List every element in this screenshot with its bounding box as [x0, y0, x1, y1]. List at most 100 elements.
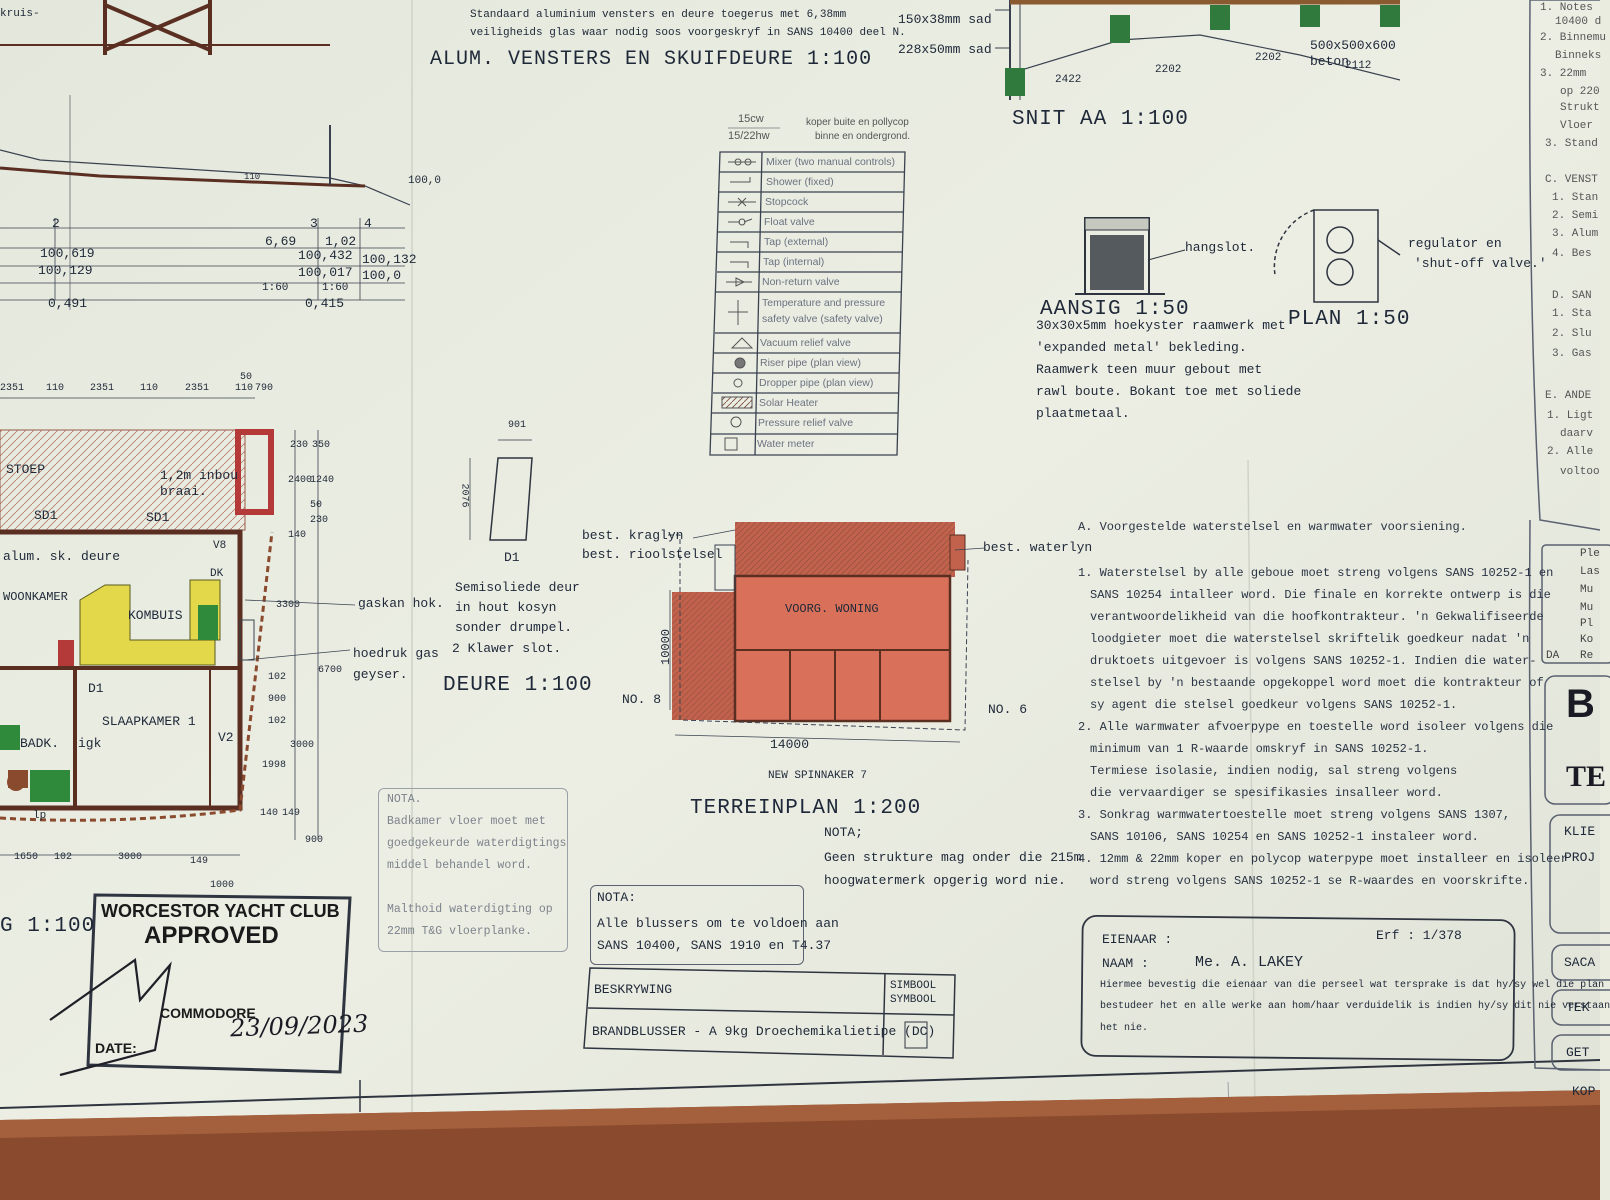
ext-table-header-desc: BESKRYWING: [594, 982, 673, 997]
ext-table-header-symbol-1: SIMBOOL: [890, 980, 937, 992]
saca-label: SACA: [1564, 955, 1596, 970]
footing-label: 500x500x600: [1310, 38, 1396, 53]
plan-bdim: 1000: [210, 880, 235, 891]
timber-label-1: 150x38mm sad: [898, 12, 992, 27]
owner-declaration-line: het nie.: [1100, 1023, 1149, 1034]
ext-table-row: BRANDBLUSSER - A 9kg Droechemikalietipe …: [592, 1024, 936, 1039]
right-strip-text: 1. Stan: [1552, 192, 1599, 204]
plan-dim: 2351: [185, 383, 210, 394]
ext-table-header-symbol-2: SYMBOOL: [890, 994, 937, 1006]
door-desc-line: in hout kosyn: [455, 600, 557, 615]
water-note-line: word streng volgens SANS 10252-1 se R-wa…: [1090, 874, 1530, 888]
right-strip-text: 2. Alle: [1547, 446, 1594, 458]
gas-geyser-label-1: hoedruk gas: [353, 646, 439, 661]
client-label: KLIE: [1564, 824, 1596, 839]
water-note-line: 4. 12mm & 22mm koper en polycop waterpyp…: [1078, 852, 1568, 866]
plan-vdim: 102: [268, 716, 287, 727]
door-desc-line: Semisoliede deur: [455, 580, 580, 595]
site-dim-vertical: 10000: [659, 628, 674, 666]
legend-row: Vacuum relief valve: [760, 337, 851, 349]
door-title: DEURE 1:100: [443, 674, 593, 697]
right-strip-text: 1. Notes: [1540, 2, 1593, 14]
site-plan-title: TERREINPLAN 1:200: [690, 797, 922, 820]
regulator-label-2: 'shut-off valve.': [1414, 256, 1547, 271]
plan-vdim: 140: [260, 808, 279, 819]
right-legend-item: Las: [1580, 566, 1600, 578]
legend-header-note-1: koper buite en pollycop: [806, 117, 909, 128]
plan-vdim: 900: [268, 694, 287, 705]
bathroom-nota-title: NOTA.: [387, 793, 422, 806]
level-val: 100,0: [362, 268, 402, 283]
brand-logo-text: TE: [1566, 760, 1607, 793]
plan-bdim: 3000: [118, 852, 143, 863]
right-strip-text: D. SAN: [1552, 290, 1592, 302]
room-badk: BADK.: [20, 736, 60, 751]
room-lp: lp: [33, 810, 47, 822]
cupboard-tag-dk: DK: [210, 568, 224, 580]
plan-vdim: 3300: [276, 600, 301, 611]
legend-header-2: 15/22hw: [728, 130, 770, 142]
owner-name: Me. A. LAKEY: [1195, 954, 1304, 971]
frames: [49, 893, 1516, 1077]
legend-symbols: [721, 158, 756, 451]
glazing-note-line-1: Standaard aluminium vensters en deure to…: [470, 9, 847, 21]
gas-desc-line: 'expanded metal' bekleding.: [1036, 340, 1247, 355]
water-note-line: Termiese isolasie, indien nodig, sal str…: [1090, 764, 1458, 778]
right-strip-text: 3. Alum: [1552, 228, 1599, 240]
water-note-line: sy agent die stelsel goedkeur volgens SA…: [1090, 698, 1458, 712]
elevation-title: AANSIG 1:50: [1040, 298, 1190, 321]
plan-vdim: 6700: [318, 665, 343, 676]
section-aa-drawing: [995, 0, 1401, 100]
right-strip-text: C. VENST: [1545, 174, 1598, 186]
water-note-line: 3. Sonkrag warmwatertoestelle moet stren…: [1078, 808, 1511, 822]
top-left-label: kruis-: [0, 8, 40, 20]
fire-nota-title: NOTA:: [597, 890, 637, 905]
level-val: 6,69: [265, 234, 297, 249]
right-legend-item: Mu: [1580, 602, 1594, 614]
water-line-label: best. waterlyn: [983, 540, 1093, 555]
section-dim-3: 2202: [1255, 52, 1282, 64]
gas-desc-line: Raamwerk teen muur gebout met: [1036, 362, 1263, 377]
door-tag-sd1: SD1: [34, 508, 58, 523]
level-val: 4: [364, 216, 372, 231]
bathroom-nota-box: NOTA. Badkamer vloer moet met goedgekeur…: [378, 788, 568, 952]
gas-cage-elevation: [1075, 217, 1186, 295]
right-strip-text: Binneks: [1555, 50, 1602, 62]
water-note-line: loodgieter moet die waterstelsel skrifte…: [1090, 632, 1530, 646]
level-val: 100,432: [298, 248, 353, 263]
name-label: NAAM :: [1102, 956, 1149, 971]
sliding-door-label: alum. sk. deure: [3, 549, 121, 564]
plan-bdim: 102: [54, 852, 73, 863]
section-dim-1: 2422: [1055, 74, 1082, 86]
level-val: 100,017: [298, 265, 353, 280]
plan-dim: 2351: [90, 383, 115, 394]
door-tag-sd1: SD1: [146, 510, 170, 525]
plan-vdim: 3000: [290, 740, 315, 751]
level-val: 100,619: [40, 246, 95, 261]
plan-vdim: 230: [290, 440, 309, 451]
owner-declaration-line: Hiermee bevestig die eienaar van die per…: [1100, 980, 1605, 991]
plan-vdim: 1998: [262, 760, 287, 771]
section-dim-2: 2202: [1155, 64, 1182, 76]
plan-vdim: 140: [288, 530, 307, 541]
right-strip-text: 1. Sta: [1552, 308, 1592, 320]
legend-row: Tap (internal): [763, 256, 825, 268]
right-legend-item: Pl: [1580, 618, 1594, 630]
door-tag: D1: [504, 550, 520, 565]
extinguisher-table-grid: [583, 967, 956, 1059]
sewer-label: best. rioolstelsel: [582, 547, 723, 562]
plan-vdim: 350: [312, 440, 331, 451]
section-aa-title: SNIT AA 1:100: [1012, 108, 1189, 131]
gas-desc-line: rawl boute. Bokant toe met soliede: [1036, 384, 1302, 399]
legend-row: Mixer (two manual controls): [766, 156, 895, 168]
level-section: [0, 95, 411, 310]
window-tag-v8: V8: [213, 540, 227, 552]
water-note-line: stelsel by 'n bestaande opgekoppel word …: [1090, 676, 1544, 690]
window-tag-v2: V2: [218, 730, 234, 745]
site-nota-line-2: hoogwatermerk opgerig word nie.: [824, 873, 1066, 888]
plan-bdim: 149: [190, 856, 209, 867]
right-strip-text: op 220: [1560, 86, 1600, 98]
gas-desc-line: plaatmetaal.: [1036, 406, 1130, 421]
plan-bdim: 1650: [14, 852, 39, 863]
stamp-handwritten-date: 23/09/2023: [229, 1009, 369, 1043]
